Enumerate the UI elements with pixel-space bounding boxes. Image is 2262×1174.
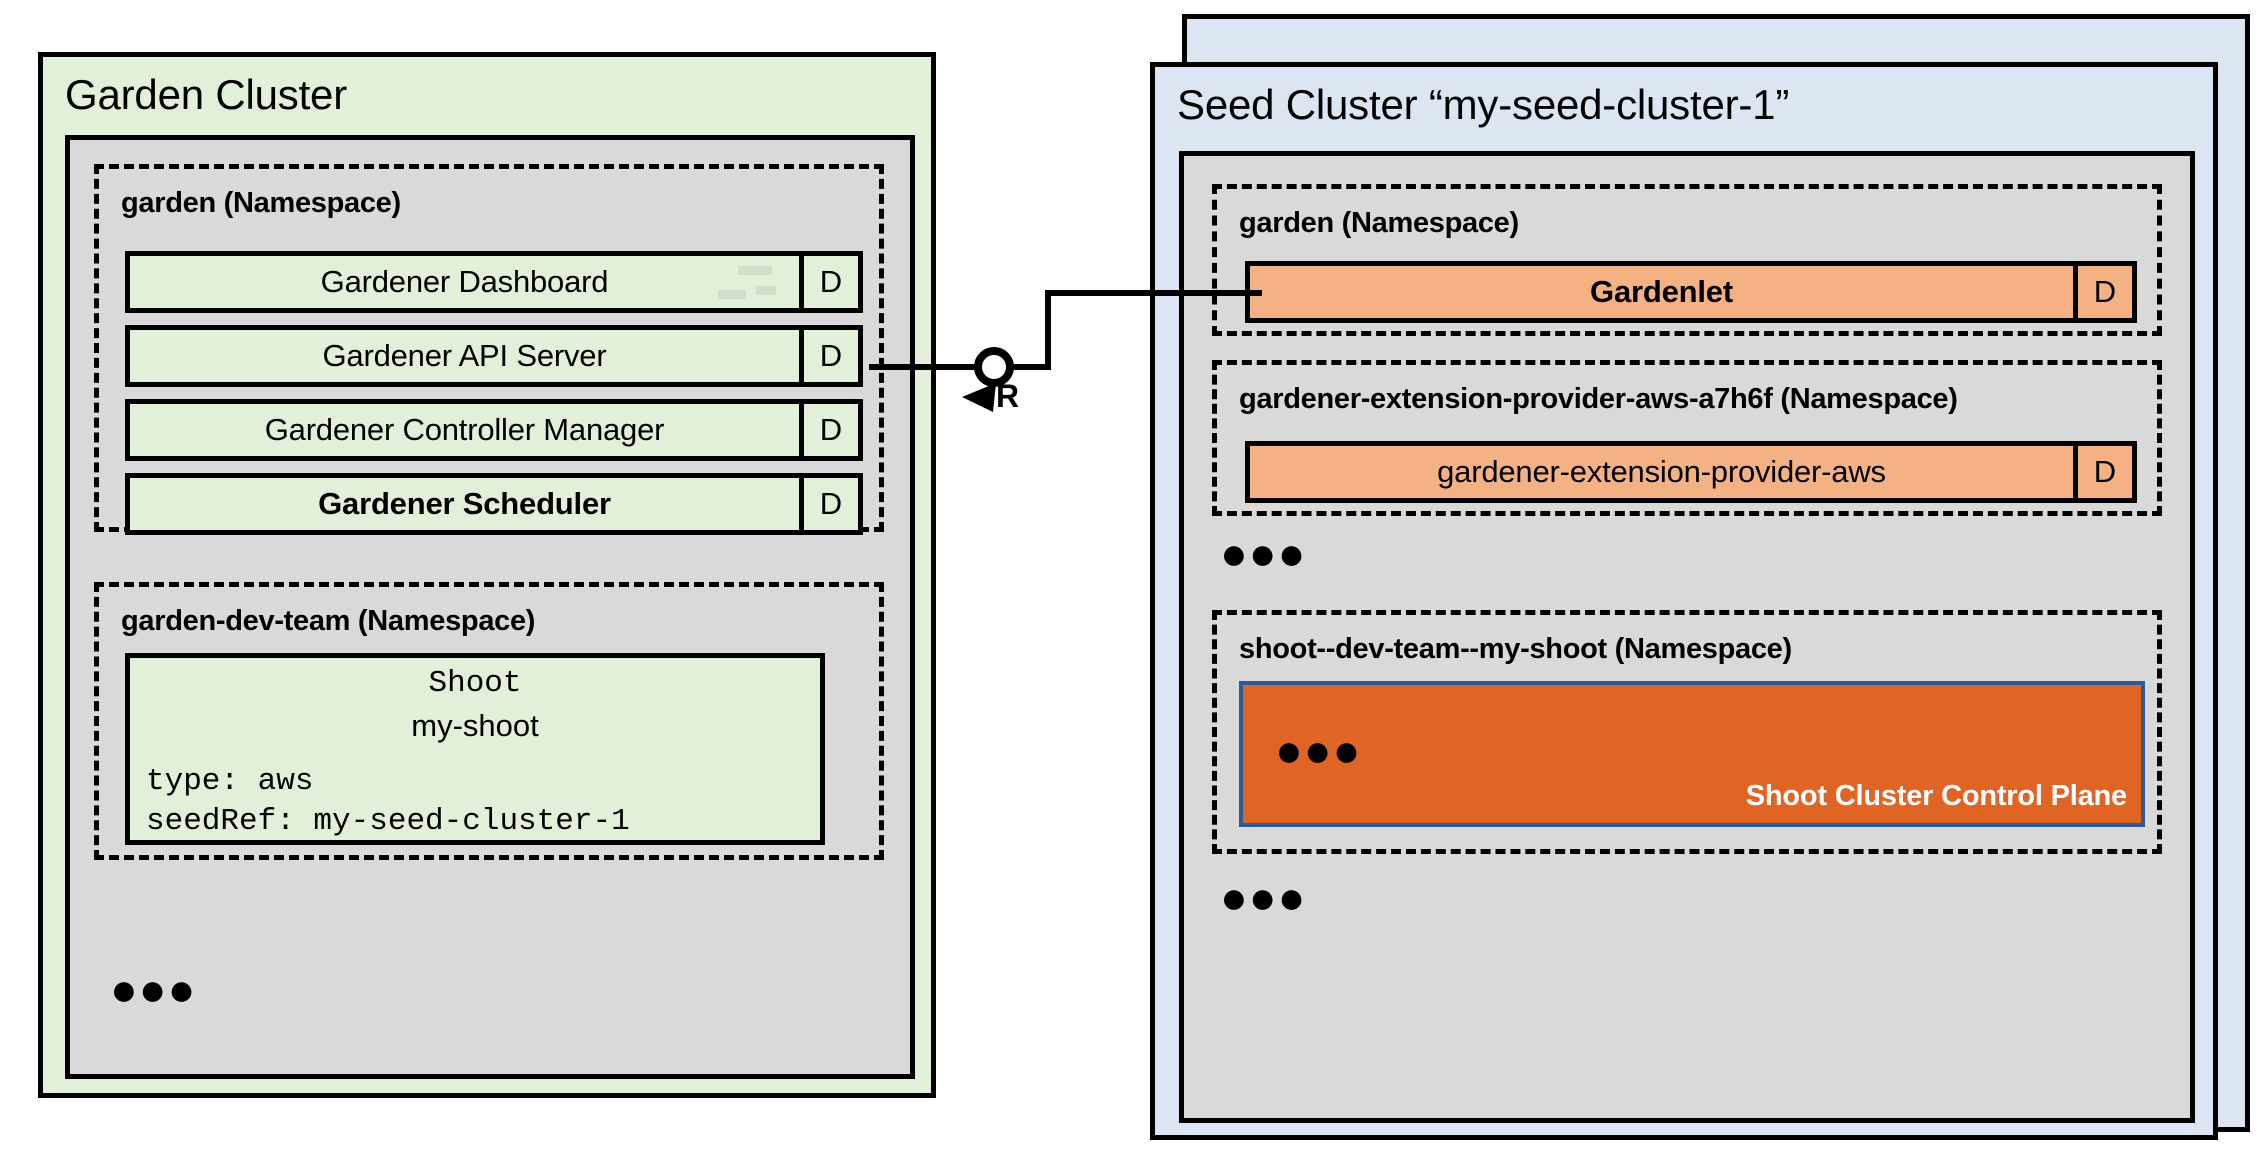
component-label: Gardener Dashboard <box>320 264 609 299</box>
more-namespaces-ellipsis: ●●● <box>1220 527 1307 579</box>
workload-kind-badge: D <box>799 478 858 530</box>
component-label: gardener-extension-provider-aws <box>1437 454 1886 489</box>
namespace-label: garden-dev-team (Namespace) <box>121 605 536 637</box>
connector-arrow-icon <box>962 383 996 412</box>
namespace-gardener-extension-provider-aws: gardener-extension-provider-aws-a7h6f (N… <box>1212 360 2162 516</box>
namespace-garden-in-seed-cluster: garden (Namespace) Gardenlet D <box>1212 184 2162 336</box>
component-body: Gardenlet <box>1250 266 2073 318</box>
component-label: Gardener API Server <box>322 338 607 373</box>
namespace-garden-in-garden-cluster: garden (Namespace) Gardener Dashboard D … <box>94 164 884 535</box>
namespace-label: gardener-extension-provider-aws-a7h6f (N… <box>1239 383 1958 415</box>
seed-cluster-kubernetes-panel: garden (Namespace) Gardenlet D gardener-… <box>1179 151 2195 1123</box>
component-gardener-scheduler[interactable]: Gardener Scheduler D <box>125 473 863 535</box>
shoot-resource-name: my-shoot <box>411 708 539 743</box>
shoot-spec-type: type: aws <box>146 764 314 799</box>
namespace-label: garden (Namespace) <box>121 187 401 219</box>
component-body: gardener-extension-provider-aws <box>1250 446 2073 498</box>
shoot-spec-seedref: seedRef: my-seed-cluster-1 <box>146 804 630 839</box>
shoot-cluster-control-plane-box[interactable]: ●●● Shoot Cluster Control Plane <box>1239 681 2145 827</box>
more-resources-ellipsis: ●●● <box>1220 871 1307 923</box>
namespace-garden-dev-team: garden-dev-team (Namespace) Shoot my-sho… <box>94 582 884 860</box>
workload-kind-badge: D <box>799 404 858 456</box>
component-gardenlet[interactable]: Gardenlet D <box>1245 261 2137 323</box>
component-body: Gardener Controller Manager <box>130 404 799 456</box>
component-gardener-dashboard[interactable]: Gardener Dashboard D <box>125 251 863 313</box>
more-control-plane-components-ellipsis: ●●● <box>1275 724 1362 776</box>
component-gardener-extension-provider-aws[interactable]: gardener-extension-provider-aws D <box>1245 441 2137 503</box>
component-body: Gardener API Server <box>130 330 799 382</box>
component-label: Gardenlet <box>1590 274 1733 309</box>
watermark-fleck <box>738 266 772 275</box>
component-body: Gardener Dashboard <box>130 256 799 308</box>
watermark-fleck <box>756 286 776 295</box>
connector-label: R <box>996 378 1020 414</box>
component-gardener-api-server[interactable]: Gardener API Server D <box>125 325 863 387</box>
workload-kind-badge: D <box>2073 446 2132 498</box>
shoot-cluster-control-plane-label: Shoot Cluster Control Plane <box>1745 780 2127 812</box>
garden-cluster-title: Garden Cluster <box>65 71 347 118</box>
seed-cluster-title: Seed Cluster “my-seed-cluster-1” <box>1177 81 1790 128</box>
shoot-resource-card[interactable]: Shoot my-shoot type: aws seedRef: my-see… <box>125 653 825 845</box>
namespace-shoot-dev-team-my-shoot: shoot--dev-team--my-shoot (Namespace) ●●… <box>1212 610 2162 854</box>
watermark-fleck <box>718 290 746 299</box>
garden-cluster-box: Garden Cluster garden (Namespace) Garden… <box>38 52 936 1098</box>
workload-kind-badge: D <box>799 330 858 382</box>
namespace-label: shoot--dev-team--my-shoot (Namespace) <box>1239 633 1792 665</box>
more-resources-ellipsis: ●●● <box>110 963 197 1015</box>
namespace-label: garden (Namespace) <box>1239 207 1519 239</box>
component-body: Gardener Scheduler <box>130 478 799 530</box>
workload-kind-badge: D <box>2073 266 2132 318</box>
seed-cluster-box: Seed Cluster “my-seed-cluster-1” garden … <box>1150 62 2218 1140</box>
component-gardener-controller-manager[interactable]: Gardener Controller Manager D <box>125 399 863 461</box>
garden-cluster-kubernetes-panel: garden (Namespace) Gardener Dashboard D … <box>65 135 915 1079</box>
shoot-resource-kind: Shoot <box>428 666 522 701</box>
workload-kind-badge: D <box>799 256 858 308</box>
component-label: Gardener Controller Manager <box>264 412 665 447</box>
component-label: Gardener Scheduler <box>318 486 611 521</box>
